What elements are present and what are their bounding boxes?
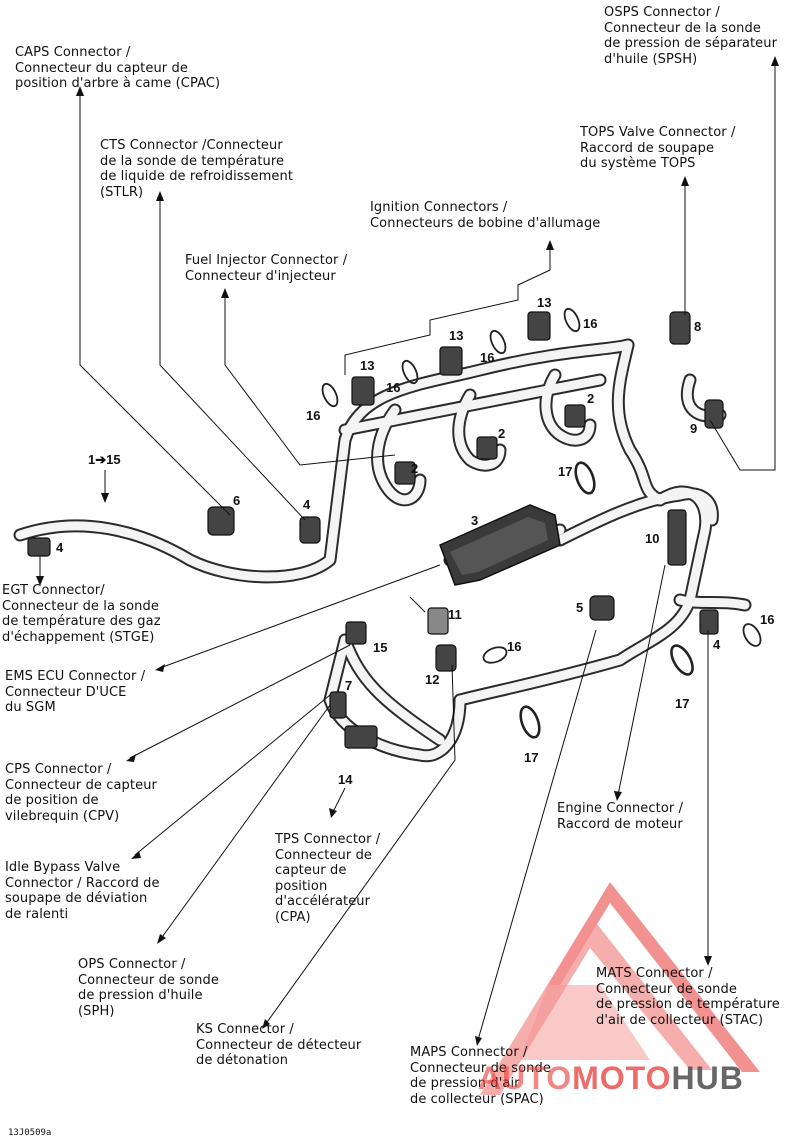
tps-connector <box>329 691 347 719</box>
callout-7: 7 <box>345 678 353 693</box>
injector-connector-2 <box>476 436 498 460</box>
engine-connector <box>667 509 687 566</box>
ecu-connector-3 <box>439 504 561 586</box>
callout-3: 3 <box>471 513 479 528</box>
callout-8: 8 <box>694 319 702 334</box>
label-tops-valve-connector: TOPS Valve Connector / Raccord de soupap… <box>580 125 736 171</box>
tops-connector <box>669 311 691 345</box>
callout-6: 6 <box>233 493 241 508</box>
maps-connector <box>589 595 615 621</box>
injector-connector-3 <box>564 404 586 428</box>
callout-16: 16 <box>760 612 775 627</box>
label-engine-connector: Engine Connector / Raccord de moteur <box>557 801 684 832</box>
callout-16: 16 <box>386 380 401 395</box>
cts-connector <box>299 516 321 544</box>
label-fuel-injector-connector: Fuel Injector Connector / Connecteur d'i… <box>185 253 348 284</box>
callout-9: 9 <box>690 421 698 436</box>
label-osps-connector: OSPS Connector / Connecteur de la sonde … <box>604 5 778 67</box>
cps-connector <box>427 607 449 635</box>
callout-13: 13 <box>537 295 552 310</box>
label-ems-ecu-connector: EMS ECU Connector / Connecteur D'UCE du … <box>5 669 146 715</box>
clamps <box>321 307 762 739</box>
callout-1-15: 1➔15 <box>88 452 121 467</box>
egt-connector <box>27 537 51 557</box>
watermark-text: AUTOMOTOHUB <box>478 1060 744 1097</box>
callout-13: 13 <box>449 328 464 343</box>
callout-16: 16 <box>480 350 495 365</box>
watermark-moto: MOTO <box>572 1060 672 1096</box>
callout-15: 15 <box>373 640 388 655</box>
callout-2: 2 <box>587 391 595 406</box>
osps-connector <box>704 399 724 429</box>
label-maps-connector: MAPS Connector / Connecteur de sonde de … <box>410 1045 551 1107</box>
ks-connector <box>344 725 378 749</box>
callout-16: 16 <box>507 639 522 654</box>
callout-17: 17 <box>558 464 573 479</box>
label-cps-connector: CPS Connector / Connecteur de capteur de… <box>5 762 157 824</box>
connectors <box>27 311 724 749</box>
callout-4: 4 <box>303 497 311 512</box>
label-ks-connector: KS Connector / Connecteur de détecteur d… <box>196 1022 362 1068</box>
callout-4: 4 <box>713 637 721 652</box>
leader-lines <box>39 60 776 1041</box>
label-mats-connector: MATS Connector / Connecteur de sonde de … <box>596 966 780 1028</box>
label-caps-connector: CAPS Connector / Connecteur du capteur d… <box>15 45 221 91</box>
label-egt-connector: EGT Connector/ Connecteur de la sonde de… <box>2 583 161 645</box>
callout-4: 4 <box>56 540 64 555</box>
callout-5: 5 <box>576 600 584 615</box>
callout-17: 17 <box>675 696 690 711</box>
idle-bypass-connector <box>345 621 367 645</box>
ignition-connector-1 <box>351 376 375 406</box>
watermark-auto: AUTO <box>478 1060 573 1096</box>
label-cts-connector: CTS Connector /Connecteur de la sonde de… <box>100 138 294 200</box>
label-tps-connector: TPS Connector / Connecteur de capteur de… <box>275 832 381 925</box>
figure-id: 13J0509a <box>8 1128 52 1138</box>
label-ops-connector: OPS Connector / Connecteur de sonde de p… <box>78 957 219 1019</box>
arrowheads <box>36 56 779 1046</box>
label-ignition-connectors: Ignition Connectors / Connecteurs de bob… <box>370 200 601 231</box>
caps-connector <box>207 506 235 536</box>
callout-2: 2 <box>498 426 506 441</box>
label-idle-bypass-valve-connector: Idle Bypass Valve Connector / Raccord de… <box>5 860 160 922</box>
callout-13: 13 <box>360 358 375 373</box>
harness-body <box>13 338 752 763</box>
callout-17: 17 <box>524 750 539 765</box>
ops-connector <box>435 644 457 672</box>
watermark-logo <box>480 882 760 1095</box>
callout-11: 11 <box>448 607 462 622</box>
watermark-hub: HUB <box>671 1060 744 1096</box>
mats-connector <box>699 609 719 635</box>
callout-2: 2 <box>411 461 419 476</box>
injector-connector-1 <box>394 461 416 485</box>
callout-10: 10 <box>645 531 660 546</box>
ignition-connector-3 <box>527 311 551 341</box>
callout-16: 16 <box>306 408 321 423</box>
callout-14: 14 <box>338 772 353 787</box>
callout-16: 16 <box>583 316 598 331</box>
ignition-connector-2 <box>439 346 463 376</box>
callout-12: 12 <box>425 672 440 687</box>
